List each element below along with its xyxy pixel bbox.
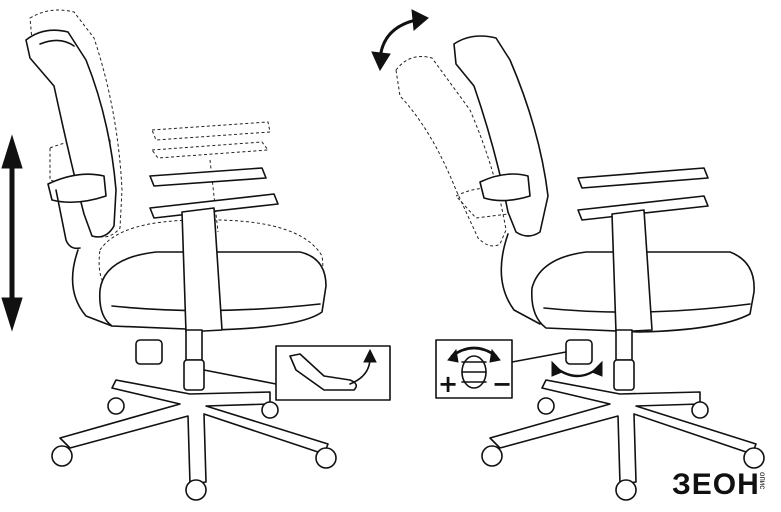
right-armrest-lower (577, 195, 709, 221)
lever-handle (289, 353, 358, 391)
brand-logo-sub: опис (758, 472, 767, 490)
left-inset-frame (275, 345, 391, 401)
left-lumbar (47, 173, 107, 204)
left-armrest-upper (149, 167, 267, 187)
left-caster-1 (51, 445, 73, 467)
right-caster-1 (481, 445, 503, 467)
brand-logo-text: ЗЕОН (672, 468, 760, 501)
left-backrest (25, 29, 117, 238)
left-chair (1, 9, 337, 501)
brand-logo: ЗЕОН опис (672, 468, 772, 504)
right-caster-4 (537, 397, 555, 415)
left-cylinder-cover (183, 359, 205, 391)
right-cylinder-cover (613, 359, 635, 391)
left-caster-5 (261, 401, 279, 419)
height-adjust-arrow-icon (1, 134, 23, 332)
left-inset-pointer (203, 369, 277, 385)
right-back-spine (500, 233, 541, 325)
left-back-spine (71, 249, 113, 327)
lever-lift-arrow-icon (349, 348, 377, 385)
left-lever-inset (203, 345, 391, 401)
left-tension-knob (135, 339, 163, 365)
right-tension-knob (565, 339, 593, 365)
right-base (489, 379, 757, 485)
right-armrest-upper (577, 167, 709, 189)
right-lumbar (479, 173, 531, 202)
left-base (59, 379, 329, 485)
left-gas-lift (185, 329, 203, 361)
left-arm-post (181, 207, 223, 333)
left-backrest-top-edge (39, 39, 75, 47)
right-gas-lift (615, 329, 633, 361)
left-caster-4 (107, 397, 125, 415)
left-back-bracket (55, 189, 81, 250)
right-knob-inset (435, 339, 567, 399)
right-caster-5 (691, 401, 709, 419)
tilt-rotation-arrow-icon (371, 9, 429, 72)
left-caster-2 (315, 447, 337, 469)
minus-sign: − (492, 370, 513, 398)
left-caster-3 (185, 479, 207, 501)
swivel-arrow-icon (551, 360, 603, 378)
right-inset-pointer (511, 351, 567, 363)
tension-knob-icon (447, 346, 501, 389)
plus-sign: + (438, 370, 459, 398)
right-caster-2 (743, 447, 765, 469)
right-arm-post (611, 209, 653, 333)
right-chair (371, 9, 765, 501)
right-caster-3 (615, 479, 637, 501)
